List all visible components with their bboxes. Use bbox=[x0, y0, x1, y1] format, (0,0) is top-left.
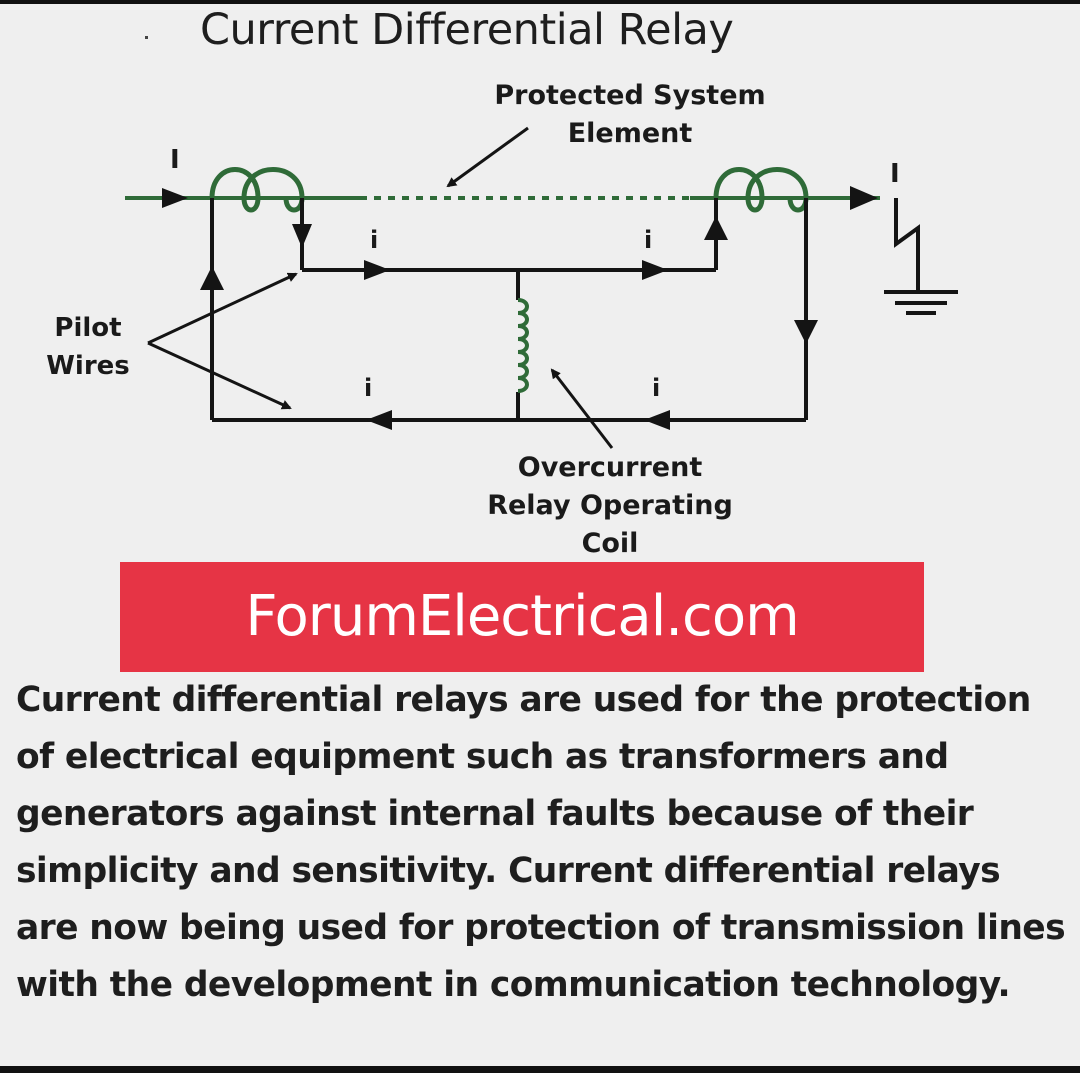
pilot-wires-label-line1: Pilot bbox=[54, 313, 121, 343]
protected-element-label-line1: Protected System bbox=[494, 80, 765, 111]
relay-circuit-diagram: I I i i i i Protected System Element Pil… bbox=[46, 80, 958, 559]
left-ct-coil-icon bbox=[209, 167, 305, 213]
bottom-border bbox=[0, 1066, 1080, 1073]
fault-ground-icon bbox=[884, 198, 958, 315]
site-banner: ForumElectrical.com bbox=[120, 562, 924, 672]
primary-arrow-right bbox=[850, 186, 878, 210]
protected-element-label-line2: Element bbox=[568, 118, 693, 149]
page-title: Current Differential Relay bbox=[200, 5, 734, 55]
secondary-current-arrows bbox=[200, 216, 818, 430]
secondary-current-label-4: i bbox=[652, 374, 660, 402]
secondary-current-label-3: i bbox=[364, 374, 372, 402]
site-banner-text: ForumElectrical.com bbox=[245, 584, 799, 649]
right-ct-coil-icon bbox=[713, 167, 809, 213]
relay-coil-label-line2: Relay Operating bbox=[487, 490, 733, 521]
description-paragraph: Current differential relays are used for… bbox=[16, 680, 1066, 1005]
pointer-arrows bbox=[147, 126, 614, 449]
secondary-current-label-2: i bbox=[644, 226, 652, 254]
stray-dot bbox=[145, 36, 148, 39]
relay-coil-icon bbox=[517, 298, 529, 393]
primary-arrow-left bbox=[162, 188, 188, 208]
top-border bbox=[0, 0, 1080, 4]
pilot-wires-label-line2: Wires bbox=[46, 351, 130, 381]
secondary-current-label-1: i bbox=[370, 226, 378, 254]
primary-current-label-left: I bbox=[170, 145, 180, 175]
relay-coil-label-line3: Coil bbox=[582, 528, 639, 559]
relay-coil-label-line1: Overcurrent bbox=[518, 452, 703, 483]
primary-current-label-right: I bbox=[890, 159, 900, 189]
